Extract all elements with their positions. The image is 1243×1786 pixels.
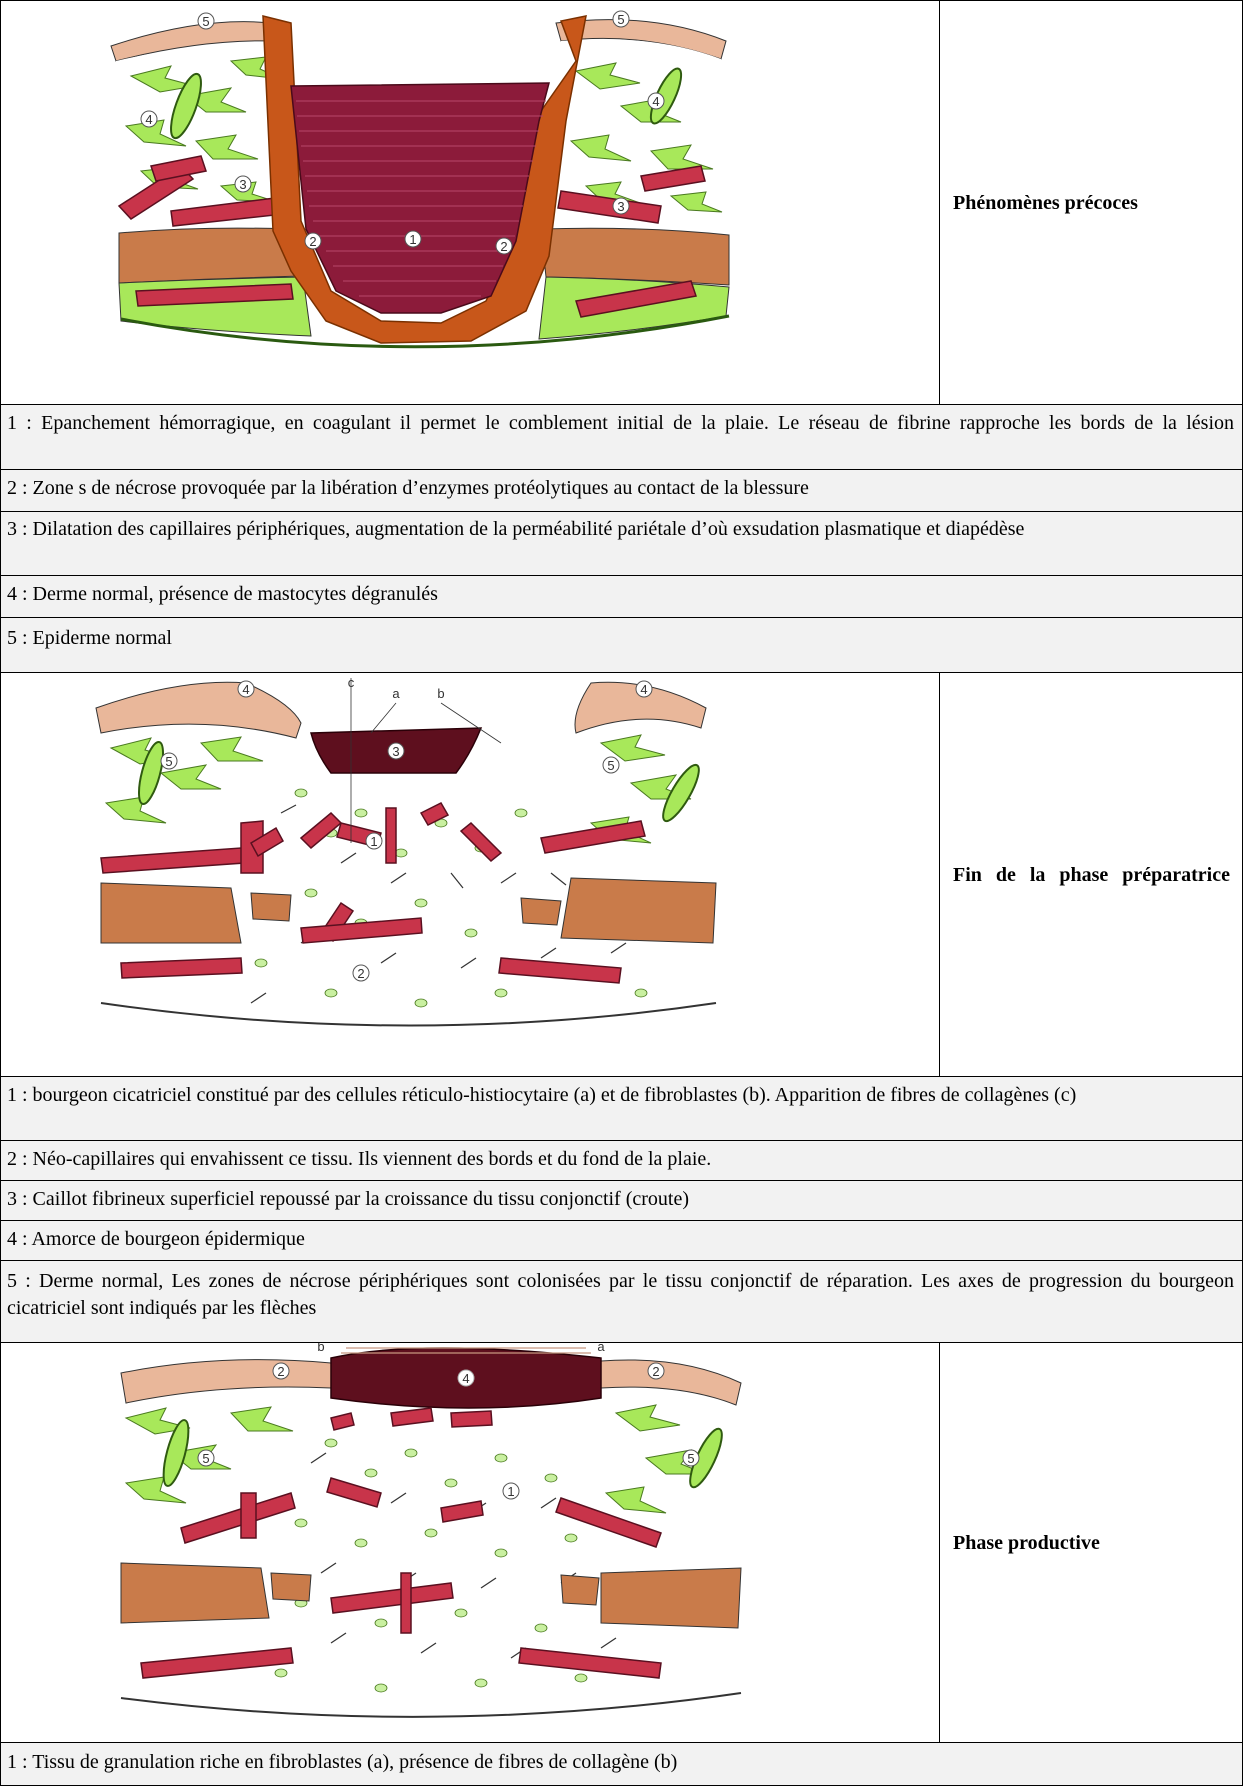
legend-item-4: 4 : Derme normal, présence de mastocytes…	[7, 581, 1234, 608]
label-2-left: 2	[277, 1364, 284, 1379]
fat-fragment	[251, 893, 291, 921]
label-3-right: 3	[617, 199, 624, 214]
legend-row: 3 : Dilatation des capillaires périphéri…	[1, 511, 1242, 576]
label-5-right: 5	[617, 12, 624, 27]
legend-row: 1 : bourgeon cicatriciel constitué par d…	[1, 1077, 1242, 1141]
early-phase-diagram: 5 5 4 4 3 3 2 2 1	[1, 1, 939, 405]
legend-item-2: 2 : Zone s de nécrose provoquée par la l…	[7, 475, 1234, 502]
label-4: 4	[462, 1371, 469, 1386]
legend-item-1: 1 : bourgeon cicatriciel constitué par d…	[7, 1082, 1234, 1109]
legend-row: 5 : Epiderme normal	[1, 617, 1242, 673]
legend-row: 2 : Zone s de nécrose provoquée par la l…	[1, 469, 1242, 512]
legend-row: 4 : Amorce de bourgeon épidermique	[1, 1220, 1242, 1261]
label-5-right: 5	[607, 758, 614, 773]
legend-item-3: 3 : Caillot fibrineux superficiel repous…	[7, 1186, 1234, 1213]
label-2-right: 2	[652, 1364, 659, 1379]
label-cell-1: Phénomènes précoces	[941, 1, 1242, 405]
legend-block-3: 1 : Tissu de granulation riche en fibrob…	[0, 1742, 1243, 1786]
legend-item-5: 5 : Epiderme normal	[7, 625, 1234, 652]
fibroblast-strokes	[311, 1453, 616, 1658]
label-a: a	[597, 1343, 605, 1354]
fat-fragment	[271, 1573, 311, 1601]
label-a: a	[392, 686, 400, 701]
bottom-curve	[121, 1693, 741, 1717]
label-4-left: 4	[242, 682, 249, 697]
legend-block-2: 1 : bourgeon cicatriciel constitué par d…	[0, 1076, 1243, 1343]
fat-layer-right	[541, 228, 729, 285]
fat-fragment	[521, 898, 561, 925]
label-2-left: 2	[309, 234, 316, 249]
figure-row-3: 2 2 4 5 5 1 a b Phase productive	[0, 1342, 1243, 1743]
epidermis-right	[601, 1360, 741, 1405]
figure-cell-3: 2 2 4 5 5 1 a b	[1, 1343, 940, 1743]
legend-row: 5 : Derme normal, Les zones de nécrose p…	[1, 1260, 1242, 1343]
fat-right	[561, 878, 716, 943]
fat-left	[121, 1563, 269, 1623]
label-4-right: 4	[652, 94, 659, 109]
section-title-1: Phénomènes précoces	[953, 182, 1230, 224]
epidermis-left	[96, 682, 301, 738]
label-1: 1	[409, 232, 416, 247]
figure-cell-2: 4 4 5 5 3 1 2 a b c	[1, 673, 940, 1077]
figure-cell-1: 5 5 4 4 3 3 2 2 1	[1, 1, 940, 405]
label-1: 1	[507, 1484, 514, 1499]
label-2: 2	[357, 966, 364, 981]
label-1: 1	[370, 834, 377, 849]
bottom-curve	[101, 1003, 716, 1026]
legend-row: 4 : Derme normal, présence de mastocytes…	[1, 575, 1242, 618]
epidermis-left	[121, 1360, 331, 1403]
legend-row: 2 : Néo-capillaires qui envahissent ce t…	[1, 1140, 1242, 1181]
productive-phase-diagram: 2 2 4 5 5 1 a b	[1, 1343, 939, 1743]
label-cell-3: Phase productive	[941, 1343, 1242, 1743]
legend-item-3: 3 : Dilatation des capillaires périphéri…	[7, 516, 1234, 543]
fat-right	[601, 1568, 741, 1628]
vessels	[141, 1408, 661, 1678]
label-3: 3	[392, 744, 399, 759]
legend-item-5: 5 : Derme normal, Les zones de nécrose p…	[7, 1268, 1234, 1322]
label-4-right: 4	[640, 682, 647, 697]
label-5-left: 5	[165, 754, 172, 769]
legend-item-2: 2 : Néo-capillaires qui envahissent ce t…	[7, 1146, 1234, 1173]
section-title-2: Fin de la phase préparatrice	[953, 853, 1230, 897]
figure-row-1: 5 5 4 4 3 3 2 2 1 Phénomènes précoces	[0, 0, 1243, 405]
label-5-left: 5	[202, 14, 209, 29]
label-2-right: 2	[500, 239, 507, 254]
label-c: c	[348, 675, 355, 690]
fat-left	[101, 883, 241, 943]
label-b: b	[317, 1343, 324, 1354]
label-5-right: 5	[687, 1451, 694, 1466]
label-4-left: 4	[145, 112, 152, 127]
legend-item-1: 1 : Tissu de granulation riche en fibrob…	[7, 1749, 1234, 1776]
fat-layer-left	[119, 228, 301, 283]
label-cell-2: Fin de la phase préparatrice	[941, 673, 1242, 1077]
legend-item-4: 4 : Amorce de bourgeon épidermique	[7, 1226, 1234, 1253]
preparatory-phase-diagram: 4 4 5 5 3 1 2 a b c	[1, 673, 939, 1077]
label-5-left: 5	[202, 1451, 209, 1466]
label-3-left: 3	[239, 177, 246, 192]
legend-row: 3 : Caillot fibrineux superficiel repous…	[1, 1180, 1242, 1221]
legend-block-1: 1 : Epanchement hémorragique, en coagula…	[0, 404, 1243, 673]
label-b: b	[437, 686, 444, 701]
figure-row-2: 4 4 5 5 3 1 2 a b c Fin de la phase prép…	[0, 672, 1243, 1077]
section-title-3: Phase productive	[953, 1522, 1230, 1564]
fat-fragment	[561, 1575, 599, 1605]
